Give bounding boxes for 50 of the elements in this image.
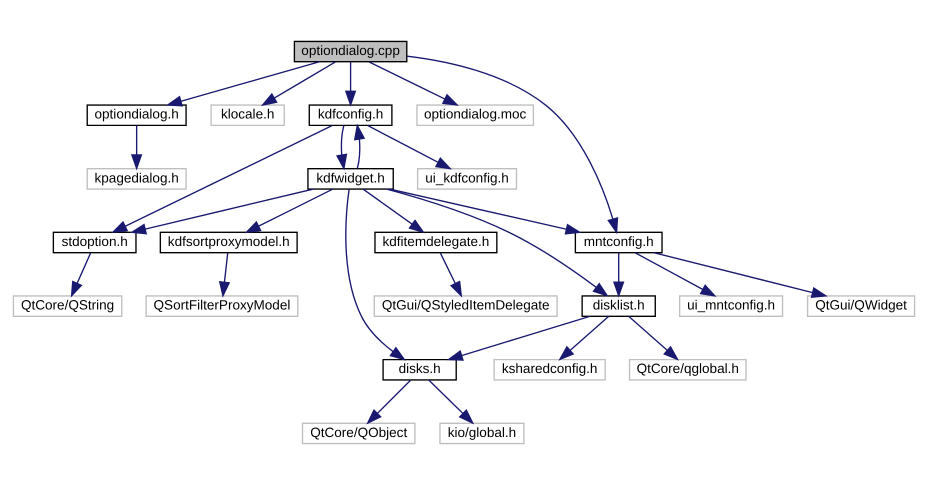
node-box: QtGui/QStyledItemDelegate <box>374 295 558 317</box>
arrow <box>345 189 406 361</box>
node-box: QSortFilterProxyModel <box>145 295 298 317</box>
arrow <box>440 252 462 298</box>
node-box: disklist.h <box>581 295 656 317</box>
arrow <box>654 252 828 298</box>
arrow <box>130 126 142 171</box>
node-box: optiondialog.h <box>86 104 187 126</box>
node-box: ui_mntconfig.h <box>678 295 784 317</box>
arrow <box>634 252 717 297</box>
node-box: QtCore/QString <box>12 295 122 317</box>
node-box: QtCore/qglobal.h <box>628 358 747 381</box>
arrow <box>368 61 459 106</box>
arrow <box>218 252 230 298</box>
arrow <box>628 316 680 361</box>
arrow <box>428 380 474 424</box>
node-box: ui_kdfconfig.h <box>416 168 518 190</box>
arrow <box>244 188 333 234</box>
arrow <box>260 61 336 106</box>
node-box: mntconfig.h <box>574 232 663 254</box>
arrow <box>366 380 412 424</box>
node-box: kdfwidget.h <box>307 168 394 190</box>
arrow <box>407 55 618 234</box>
arrow <box>111 124 332 234</box>
arrow <box>130 188 314 235</box>
node-box: klocale.h <box>210 104 285 126</box>
node-box: kpagedialog.h <box>86 168 187 190</box>
arrow <box>336 125 348 170</box>
node-box: QtCore/QObject <box>302 422 416 444</box>
arrow <box>446 316 590 361</box>
arrow <box>344 62 356 107</box>
arrow <box>354 124 366 169</box>
arrow <box>558 316 609 361</box>
arrow <box>613 252 624 298</box>
arrow <box>70 252 92 298</box>
arrow <box>386 188 609 297</box>
arrow <box>362 188 425 234</box>
node-box: kdfitemdelegate.h <box>374 232 498 254</box>
node-box: disks.h <box>382 358 457 381</box>
node-box: stdoption.h <box>52 232 137 254</box>
arrow <box>367 124 452 170</box>
node-box: kio/global.h <box>439 422 525 444</box>
node-box: optiondialog.moc <box>416 104 534 126</box>
node-box: QtGui/QWidget <box>806 295 916 317</box>
node-box: ksharedconfig.h <box>493 358 606 381</box>
node-box: kdfconfig.h <box>308 104 393 126</box>
node-box: optiondialog.cpp <box>294 40 408 62</box>
arrow <box>166 61 320 107</box>
node-box: kdfsortproxymodel.h <box>160 232 298 254</box>
arrow <box>389 188 582 235</box>
